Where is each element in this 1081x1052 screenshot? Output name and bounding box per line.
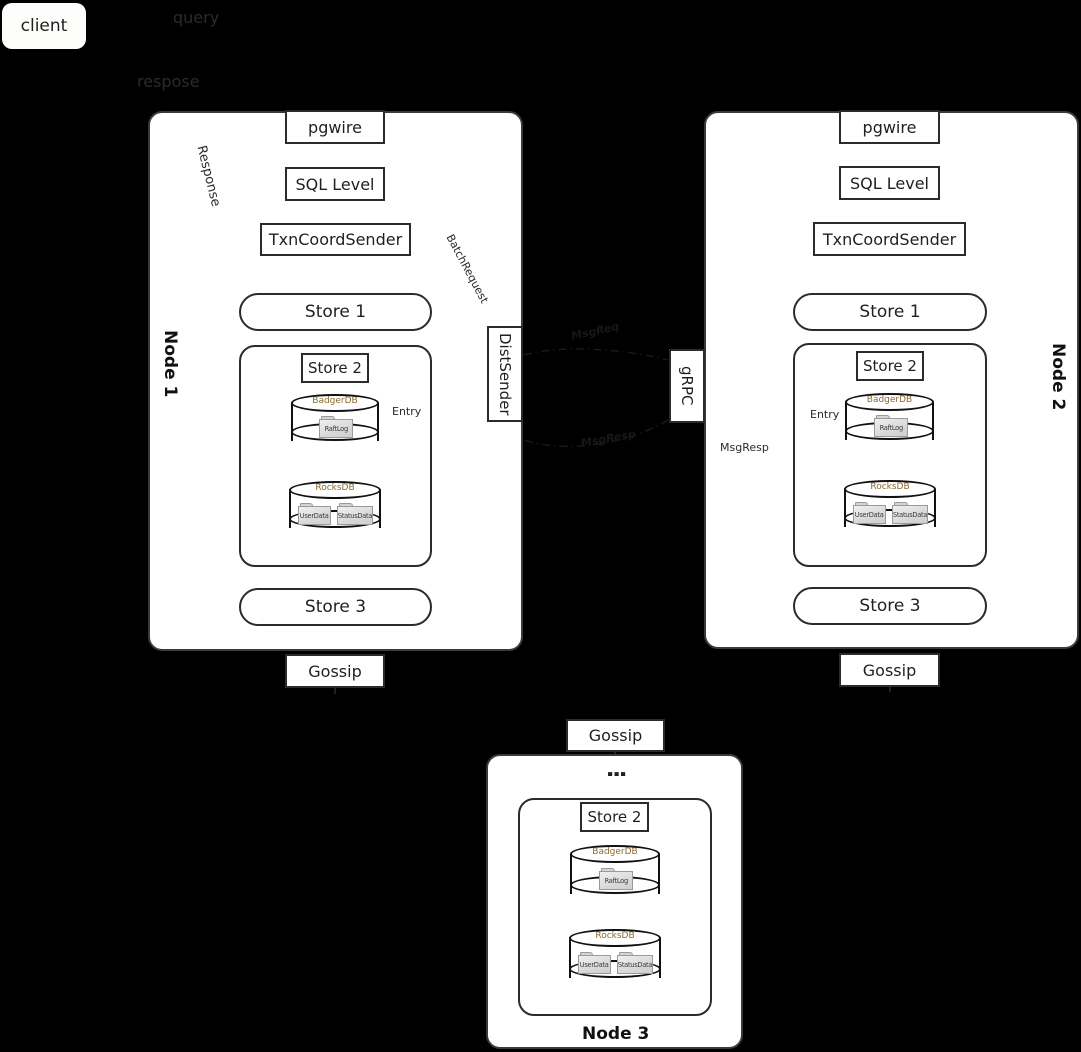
node-2-store-3-label: Store 3: [859, 596, 921, 616]
node-3-raftlog-folder: RaftLog: [599, 868, 633, 890]
node-2-store-2-label: Store 2: [863, 357, 917, 375]
node-3-badgerdb-cylinder[interactable]: BadgerDB RaftLog: [570, 845, 660, 903]
node-2-pgwire-label: pgwire: [862, 117, 917, 137]
node-1-store-3[interactable]: Store 3: [239, 588, 432, 626]
node-2-side-label: Node 2: [1048, 343, 1068, 411]
node-3-store-2-label: Store 2: [587, 808, 642, 826]
node-1-distsender-label: DistSender: [496, 332, 514, 416]
node-1-pgwire-label: pgwire: [308, 117, 362, 137]
node-3-store-2-container[interactable]: [518, 798, 712, 1016]
node-2-pgwire-box[interactable]: pgwire: [839, 110, 940, 144]
node-2-store-2-box[interactable]: Store 2: [856, 351, 924, 381]
node-1-txncoordsender-box[interactable]: TxnCoordSender: [260, 223, 411, 256]
node-1-rocksdb-label: RocksDB: [315, 483, 355, 493]
node-3-userdata-folder: UserData: [578, 952, 611, 974]
node-1-sql-level-box[interactable]: SQL Level: [285, 167, 385, 201]
node-3-ellipsis: ⋮: [603, 763, 628, 785]
node-1-gossip-label: Gossip: [308, 661, 362, 681]
node-1-entry-label: Entry: [392, 405, 422, 418]
msgresp-label: MsgResp: [580, 427, 637, 450]
node-2-txncoordsender-box[interactable]: TxnCoordSender: [813, 222, 966, 256]
node-2-userdata-label: UserData: [855, 510, 884, 519]
node-1-gossip-box[interactable]: Gossip: [285, 654, 385, 688]
node-2-store-3[interactable]: Store 3: [793, 587, 987, 625]
node-1-store-1[interactable]: Store 1: [239, 293, 432, 331]
node-3-rocksdb-cylinder[interactable]: RocksDB UserData StatusData: [569, 929, 661, 987]
node-2-grpc-box[interactable]: gRPC: [669, 349, 705, 423]
node-3-statusdata-label: StatusData: [617, 960, 653, 969]
client-label: client: [20, 16, 68, 36]
node-1-statusdata-label: StatusData: [337, 511, 373, 520]
node-2-store-1-label: Store 1: [859, 302, 921, 322]
node-2-userdata-folder: UserData: [853, 502, 886, 524]
msgreq-label: MsgReq: [570, 319, 621, 343]
node-1-badgerdb-label: BadgerDB: [312, 396, 358, 406]
node-1-store-1-label: Store 1: [304, 302, 367, 322]
node-2-txncoordsender-label: TxnCoordSender: [822, 229, 957, 249]
node-2-gossip-label: Gossip: [862, 660, 917, 680]
node-3-store-2-box[interactable]: Store 2: [580, 802, 649, 832]
node-1-side-label: Node 1: [160, 330, 180, 398]
node-2-gossip-box[interactable]: Gossip: [839, 653, 940, 687]
node-1-rocksdb-cylinder[interactable]: RocksDB UserData StatusData: [289, 481, 381, 537]
node-1-txncoordsender-label: TxnCoordSender: [268, 230, 403, 249]
node-2-store-1[interactable]: Store 1: [793, 293, 987, 331]
node-1-sql-level-label: SQL Level: [295, 174, 375, 194]
node-3-gossip-label: Gossip: [588, 726, 643, 745]
client-box[interactable]: client: [2, 3, 86, 49]
node-3-badgerdb-label: BadgerDB: [592, 847, 638, 857]
node-1-raftlog-folder: RaftLog: [319, 416, 353, 438]
node-3-bottom-label: Node 3: [582, 1024, 650, 1044]
node-2-rocksdb-label: RocksDB: [870, 482, 910, 492]
node-3-rocksdb-label: RocksDB: [595, 931, 635, 941]
node-2-rocksdb-cylinder[interactable]: RocksDB UserData StatusData: [844, 480, 936, 536]
node-3-statusdata-folder: StatusData: [617, 952, 653, 974]
node-1-raftlog-label: RaftLog: [324, 424, 348, 433]
node-1-store-3-label: Store 3: [304, 597, 367, 617]
node-1-userdata-label: UserData: [300, 511, 329, 520]
node-2-entry-label: Entry: [810, 408, 840, 421]
node-2-badgerdb-cylinder[interactable]: BadgerDB RaftLog: [845, 393, 934, 449]
node-2-sql-level-box[interactable]: SQL Level: [839, 166, 940, 200]
node-2-msgresp-edge-label: MsgResp: [720, 441, 769, 454]
node-2-statusdata-label: StatusData: [892, 510, 928, 519]
node-3-userdata-label: UserData: [580, 960, 609, 969]
node-1-pgwire-box[interactable]: pgwire: [285, 110, 385, 144]
query-label: query: [173, 8, 220, 27]
node-1-userdata-folder: UserData: [298, 503, 331, 525]
node-2-raftlog-folder: RaftLog: [874, 415, 908, 437]
node-1-distsender-box[interactable]: DistSender: [487, 326, 523, 422]
node-2-badgerdb-label: BadgerDB: [866, 395, 913, 405]
node-1-badgerdb-cylinder[interactable]: BadgerDB RaftLog: [291, 394, 379, 450]
response-label: respose: [137, 72, 200, 91]
node-1-statusdata-folder: StatusData: [337, 503, 373, 525]
node-3-gossip-box[interactable]: Gossip: [566, 719, 665, 752]
node-1-store-2-label: Store 2: [308, 359, 362, 377]
node-2-statusdata-folder: StatusData: [892, 502, 928, 524]
node-2-raftlog-label: RaftLog: [879, 423, 903, 432]
node-2-grpc-label: gRPC: [678, 366, 696, 406]
node-1-store-2-box[interactable]: Store 2: [301, 353, 369, 383]
node-3-raftlog-label: RaftLog: [604, 876, 628, 885]
node-2-sql-level-label: SQL Level: [850, 173, 929, 193]
